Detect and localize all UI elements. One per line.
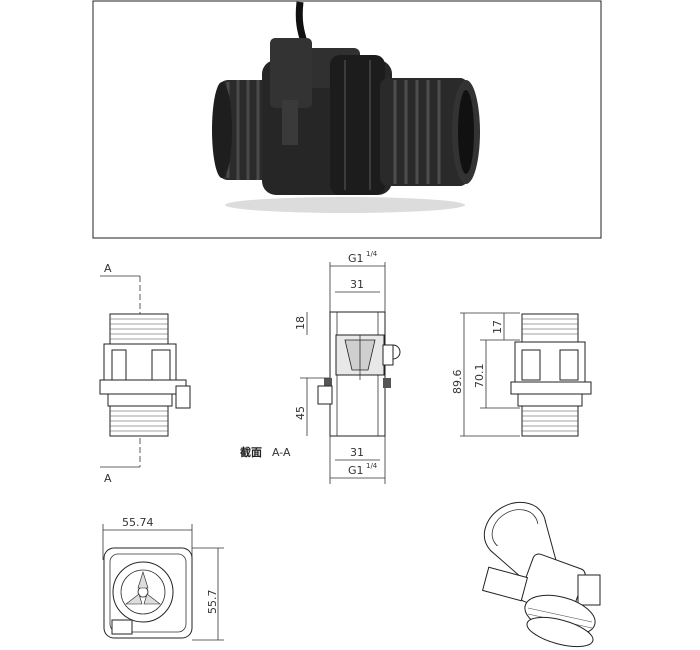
section-mark-bottom: A [104, 472, 112, 485]
total-len-dim: 89.6 [451, 370, 464, 395]
upper-len-dim: 18 [294, 316, 307, 330]
top-offset-dim: 17 [491, 320, 504, 334]
bottom-thread-frac: 1/4 [366, 462, 378, 470]
top-thread-frac: 1/4 [366, 250, 378, 258]
section-mark-top: A [104, 262, 112, 275]
top-inner-dim: 31 [350, 278, 364, 291]
lower-len-dim: 45 [294, 406, 307, 420]
bottom-inner-dim: 31 [350, 446, 364, 459]
section-caption-cn: 截面 [240, 445, 262, 459]
bottom-thread-dim: G1 [348, 464, 364, 477]
height-dim: 55.7 [206, 590, 219, 615]
product-photo [92, 0, 602, 239]
width-dim: 55.74 [122, 516, 154, 529]
body-len-dim: 70.1 [473, 364, 486, 389]
side-view: 89.6 70.1 17 [451, 312, 592, 437]
top-thread-dim: G1 [348, 252, 364, 265]
bottom-view: 55.74 55.7 [102, 516, 224, 641]
isometric-view [481, 501, 601, 648]
front-view: A A [99, 262, 191, 485]
section-caption-ref: A-A [272, 446, 291, 459]
section-view: G1 1/4 31 18 45 31 G1 1/4 截面 [240, 250, 401, 484]
